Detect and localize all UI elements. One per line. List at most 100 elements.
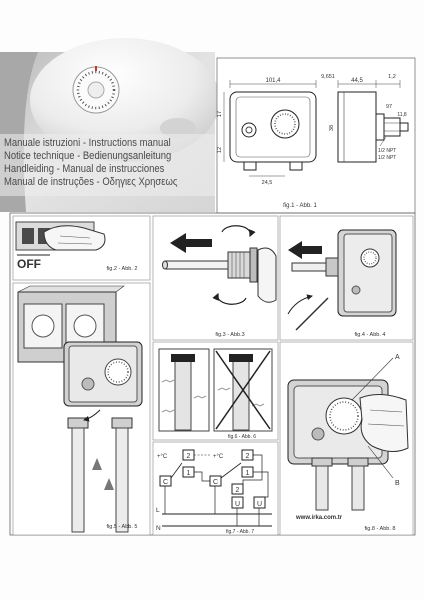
fig2-power-off: OFF fig.2 - Abb. 2 [12,215,151,281]
wall-box-top [17,285,125,293]
finger-line [367,423,405,427]
rotate-arrow [287,294,313,315]
dim-left-lower: 12 [217,147,223,153]
finger-line [59,235,91,239]
front-view-knob-center [245,126,253,134]
dial-scale [107,361,129,383]
pull-arrow [170,233,212,253]
rotate-arrow-top [221,225,256,238]
fig5-caption: fig.5 - Abb. 5 [107,524,138,530]
dim-side-height: 38 [329,125,335,131]
title-line-fr-de: Notice technique - Bedienungsanleitung [4,150,172,162]
load-box [253,496,266,509]
load-u-right: U [257,501,262,508]
pipe [174,357,192,431]
terminal-1-left: 1 [187,470,191,477]
side-view-fitting-hex [383,117,401,137]
thread-label: 1/2 NPT [378,155,396,161]
switch-contact-left [170,462,183,479]
dial-marker [95,66,97,71]
terminal-box [159,475,172,487]
dim-side-depth: 44,5 [351,78,363,84]
terminal-c-left: C [163,479,168,486]
thread-leader [379,136,387,147]
fig3-caption: fig.3 - Abb.3 [215,332,244,338]
fig2-caption: fig.2 - Abb. 2 [107,266,138,272]
fig6-caption: fig.6 - Abb. 6 [228,434,256,440]
dial-scale-ticks [76,70,116,110]
cross-mark [215,350,271,430]
label-a: A [395,354,400,361]
finger-line [57,242,93,245]
pipe [351,465,365,511]
load-terminal: 2 [236,487,240,494]
module-right-dial [73,314,97,338]
screwdriver [295,297,329,331]
thermostat-dial [360,248,380,268]
hand [257,247,277,303]
mount-arrow [83,409,101,422]
terminal-c-right: C [213,479,218,486]
fig8-caption: fig.8 - Abb. 8 [365,526,396,532]
dim-side-gap: 1,2 [388,74,396,80]
wire [253,471,269,498]
dial-scale [363,251,377,265]
flow-wave [217,387,231,391]
off-label: OFF [17,257,41,271]
module-left-dial [31,314,55,338]
pipe-fitting-right [111,417,133,429]
dim-knob-to-dial: 24,5 [262,180,273,186]
flow-arrow [104,478,114,490]
load-box [231,496,244,509]
reset-knob [81,377,95,391]
leader-b [367,445,394,479]
dim-side-front: 9,651 [321,74,335,80]
load-u-left: U [235,501,240,508]
flow-wave [161,409,175,413]
thermostat-dial [325,397,363,435]
flow-wave [193,395,207,399]
pipe-fitting [347,457,369,467]
title-backdrop [0,134,215,196]
switch-lever [22,228,34,244]
fig8-setting: A B www.irka.com.tr fig.8 - Abb. 8 [279,341,414,536]
title-line-nl-es: Handleiding - Manual de instrucciones [4,163,165,175]
thermostat-symbol-left: +°C [157,454,168,460]
website: www.irka.com.tr [295,515,343,521]
rotate-arrow-bottom [212,292,247,305]
dial-scale [329,401,359,431]
label-b: B [395,480,400,487]
pipe-right [115,427,129,533]
wire [242,454,263,489]
dim-fitting-top: 97 [386,104,392,110]
insert-arrow [288,241,322,259]
probe-fitting [325,257,339,277]
front-view-cover [235,96,311,158]
title-line-it-en: Manuale istruzioni - Instructions manual [4,137,171,149]
photo-fitting [160,118,196,138]
front-view-housing [229,91,317,163]
manual-title: Manuale istruzioni - Instructions manual… [4,137,264,189]
hex-nut [249,247,258,283]
front-view-dial-scale [274,113,296,135]
cover-photo [0,38,220,212]
thermostat-dial [104,358,132,386]
threaded-fitting [227,251,251,279]
terminal-1-right: 1 [246,470,250,477]
flow-wave [161,379,175,383]
fig1-caption: fig.1 - Abb. 1 [283,203,317,209]
probe-rod [164,260,230,270]
finger-line [369,409,403,413]
reset-knob [351,285,361,295]
terminal-2-right: 2 [246,453,250,460]
probe-tip [162,260,168,270]
fig7-wiring-diagram: +°C 2 1 C +°C 2 1 C 2 U U L N fig.7 - A [152,441,279,536]
fig7-caption: fig.7 - Abb. 7 [226,529,254,535]
pipe-fitting [311,457,333,467]
line-l-label: L [156,507,160,514]
title-line-pt-el: Manual de instruções - Οδηγιες Χρησεως [4,176,178,188]
fig5-installation: fig.5 - Abb. 5 [12,282,151,536]
front-view-dial [270,109,300,139]
thermostat-cover [343,233,393,313]
